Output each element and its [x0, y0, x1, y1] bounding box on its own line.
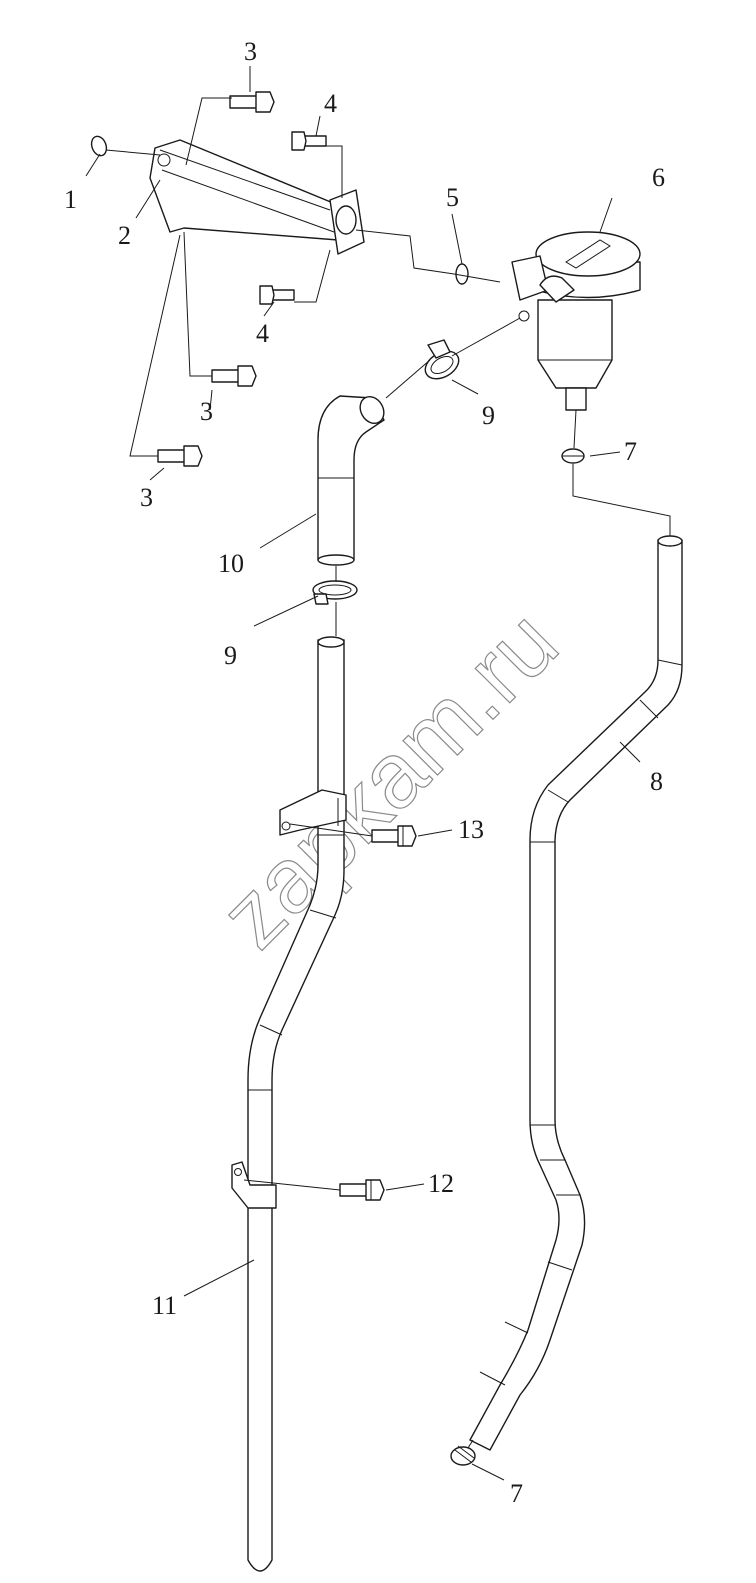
callout-10: 10	[218, 549, 244, 578]
part-9-clamp-upper	[424, 339, 460, 380]
callout-13: 13	[458, 815, 484, 844]
part-2-bracket	[149, 139, 365, 255]
leader-lines	[85, 66, 671, 1481]
callout-8: 8	[650, 767, 663, 796]
watermark-text: zapkam.ru	[201, 591, 577, 967]
part-5-o-ring	[455, 263, 469, 285]
part-12-clamp	[231, 1161, 277, 1209]
callout-9-upper: 9	[482, 401, 495, 430]
callout-11: 11	[152, 1291, 177, 1320]
callout-9-lower: 9	[224, 641, 237, 670]
part-10-elbow-hose	[317, 395, 385, 566]
callout-7-upper: 7	[624, 437, 637, 466]
callout-labels: 1 2 3 4 5 6 4 3 9 7 3 10 9 8 13 12 11 7	[64, 37, 665, 1508]
part-6-separator	[511, 231, 641, 411]
callout-7-lower: 7	[510, 1479, 523, 1508]
callout-5: 5	[446, 183, 459, 212]
watermark: zapkam.ru	[201, 591, 578, 968]
part-12-bolt	[339, 1179, 385, 1201]
callout-1: 1	[64, 185, 77, 214]
part-13-bolt	[371, 825, 417, 847]
part-8-vent-tube	[469, 535, 683, 1451]
callout-3-bottom: 3	[140, 483, 153, 512]
callout-3-top: 3	[244, 37, 257, 66]
part-9-clamp-lower	[312, 580, 358, 605]
part-11-drain-tube	[247, 636, 345, 1572]
callout-4-top: 4	[324, 89, 337, 118]
part-13-bracket	[279, 789, 347, 836]
callout-4-bottom: 4	[256, 319, 269, 348]
part-3-bolt-top	[229, 91, 275, 113]
part-3-bolt-bottom	[157, 445, 203, 467]
callout-12: 12	[428, 1169, 454, 1198]
part-4-bolt-top	[291, 131, 327, 151]
part-4-bolt-bottom	[259, 285, 295, 305]
part-1-washer	[90, 135, 108, 157]
callout-2: 2	[118, 221, 131, 250]
part-3-bolt-middle	[211, 365, 257, 387]
part-7-cap-lower	[450, 1445, 476, 1466]
callout-6: 6	[652, 163, 665, 192]
callout-3-middle: 3	[200, 397, 213, 426]
part-7-cap-upper	[561, 448, 585, 464]
